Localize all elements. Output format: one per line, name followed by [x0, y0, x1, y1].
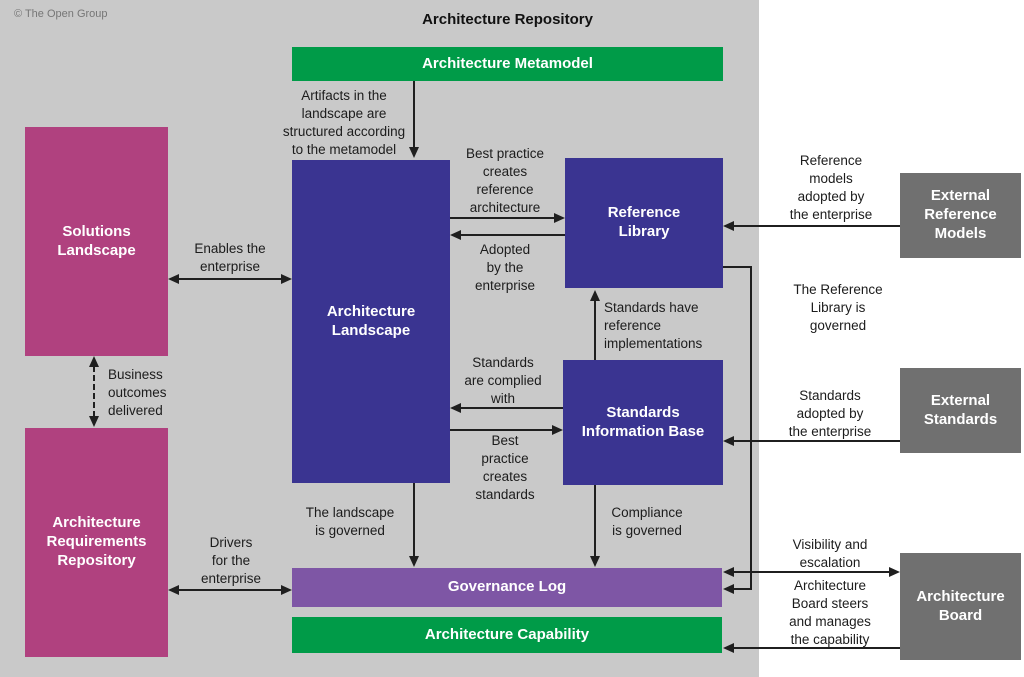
label-reference-library-governed: The Reference Library is governed: [793, 282, 883, 333]
label-standards-complied: Standards are complied with: [464, 355, 542, 406]
arrow-drivers-line: [178, 589, 282, 591]
box-architecture-board: Architecture Board: [900, 553, 1021, 660]
box-reference-library: Reference Library: [565, 158, 723, 288]
copyright-text: © The Open Group: [14, 8, 108, 20]
box-external-standards: External Standards: [900, 368, 1021, 453]
arrow-adopted-head: [450, 230, 461, 240]
arrow-enables-head-left: [168, 274, 179, 284]
arrow-business-outcomes-line: [93, 366, 95, 417]
arrow-standards-complied-line: [460, 407, 563, 409]
label-artifacts-structured: Artifacts in the landscape are structure…: [282, 88, 406, 157]
arrow-ref-library-governed-head: [723, 584, 734, 594]
label-adopted-by-enterprise: Adopted by the enterprise: [474, 242, 536, 293]
box-architecture-metamodel: Architecture Metamodel: [292, 47, 723, 81]
label-standards-adopted: Standards adopted by the enterprise: [788, 388, 872, 439]
arrow-ref-library-governed-segment-top: [723, 266, 752, 268]
label-best-practice-standards: Best practice creates standards: [475, 433, 535, 502]
arrow-visibility-line: [733, 571, 890, 573]
box-governance-log: Governance Log: [292, 568, 722, 607]
label-standards-have-implementations: Standards have reference implementations: [604, 300, 703, 351]
arrow-ext-standards-line: [733, 440, 900, 442]
arrow-ext-ref-models-head: [723, 221, 734, 231]
arrow-best-practice-ref-line: [450, 217, 555, 219]
arrow-visibility-head-right: [889, 567, 900, 577]
arrow-drivers-head-left: [168, 585, 179, 595]
box-architecture-capability: Architecture Capability: [292, 617, 722, 653]
label-business-outcomes: Business outcomes delivered: [108, 367, 167, 418]
arrow-business-outcomes-head-down: [89, 416, 99, 427]
arrow-landscape-governed-head: [409, 556, 419, 567]
arrow-visibility-head-left: [723, 567, 734, 577]
label-drivers-enterprise: Drivers for the enterprise: [200, 535, 262, 586]
label-landscape-governed: The landscape is governed: [305, 505, 395, 538]
arrow-ref-library-governed-segment-bottom: [733, 588, 750, 590]
page-title: Architecture Repository: [422, 11, 593, 28]
arrow-adopted-line: [460, 234, 565, 236]
arrow-compliance-governed-line: [594, 485, 596, 557]
box-standards-information-base: Standards Information Base: [563, 360, 723, 485]
arrow-board-steers-head: [723, 643, 734, 653]
arrow-best-practice-std-head: [552, 425, 563, 435]
arrow-compliance-governed-head: [590, 556, 600, 567]
arrow-standards-implementations-head: [590, 290, 600, 301]
label-compliance-governed: Compliance is governed: [611, 505, 683, 538]
arrow-ext-standards-head: [723, 436, 734, 446]
arrow-enables-line: [178, 278, 282, 280]
arrow-business-outcomes-head-up: [89, 356, 99, 367]
box-architecture-requirements-repository: Architecture Requirements Repository: [25, 428, 168, 657]
arrow-landscape-governed-line: [413, 483, 415, 557]
arrow-board-steers-line: [733, 647, 900, 649]
arrow-metamodel-to-landscape-head: [409, 147, 419, 158]
arrow-drivers-head-right: [281, 585, 292, 595]
arrow-enables-head-right: [281, 274, 292, 284]
arrow-ext-ref-models-line: [733, 225, 900, 227]
label-best-practice-reference: Best practice creates reference architec…: [465, 146, 545, 215]
arrow-standards-complied-head: [450, 403, 461, 413]
arrow-ref-library-governed-segment-vertical: [750, 266, 752, 590]
label-reference-models-adopted: Reference models adopted by the enterpri…: [789, 153, 873, 222]
box-external-reference-models: External Reference Models: [900, 173, 1021, 258]
arrow-best-practice-ref-head: [554, 213, 565, 223]
label-board-steers: Architecture Board steers and manages th…: [789, 578, 871, 647]
arrow-best-practice-std-line: [450, 429, 553, 431]
box-solutions-landscape: Solutions Landscape: [25, 127, 168, 356]
label-visibility-escalation: Visibility and escalation: [792, 537, 868, 570]
arrow-metamodel-to-landscape-line: [413, 81, 415, 148]
box-architecture-landscape: Architecture Landscape: [292, 160, 450, 483]
label-enables-enterprise: Enables the enterprise: [194, 241, 266, 274]
arrow-standards-implementations-line: [594, 300, 596, 360]
